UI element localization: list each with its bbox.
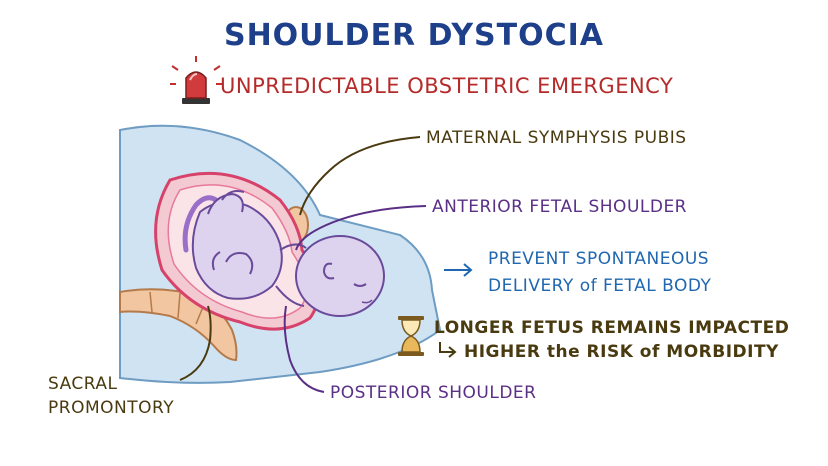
label-sacral-line1: SACRAL [48,374,118,394]
label-posterior-shoulder: POSTERIOR SHOULDER [330,383,537,403]
label-prevent-line1: PREVENT SPONTANEOUS [488,249,710,269]
label-impacted-line1: LONGER FETUS REMAINS IMPACTED [434,318,790,338]
leader-anterior-shoulder [295,205,427,251]
arrow-right-icon [444,263,473,277]
siren-icon [170,56,222,104]
label-prevent-line2: DELIVERY of FETAL BODY [488,276,712,296]
leader-symphysis-pubis [299,136,421,216]
subtitle-emergency: UNPREDICTABLE OBSTETRIC EMERGENCY [220,74,674,98]
leader-sacral-promontory [179,305,212,381]
label-anterior-fetal-shoulder: ANTERIOR FETAL SHOULDER [432,197,687,217]
hourglass-icon [398,316,424,356]
label-sacral-line2: PROMONTORY [48,398,175,418]
page-title: SHOULDER DYSTOCIA [223,18,605,53]
leader-posterior-shoulder [283,305,325,393]
fetus-illustration [191,190,385,317]
label-maternal-symphysis-pubis: MATERNAL SYMPHYSIS PUBIS [426,128,687,148]
arrow-down-right-icon [439,342,457,358]
label-impacted-line2: HIGHER the RISK of MORBIDITY [464,342,779,362]
